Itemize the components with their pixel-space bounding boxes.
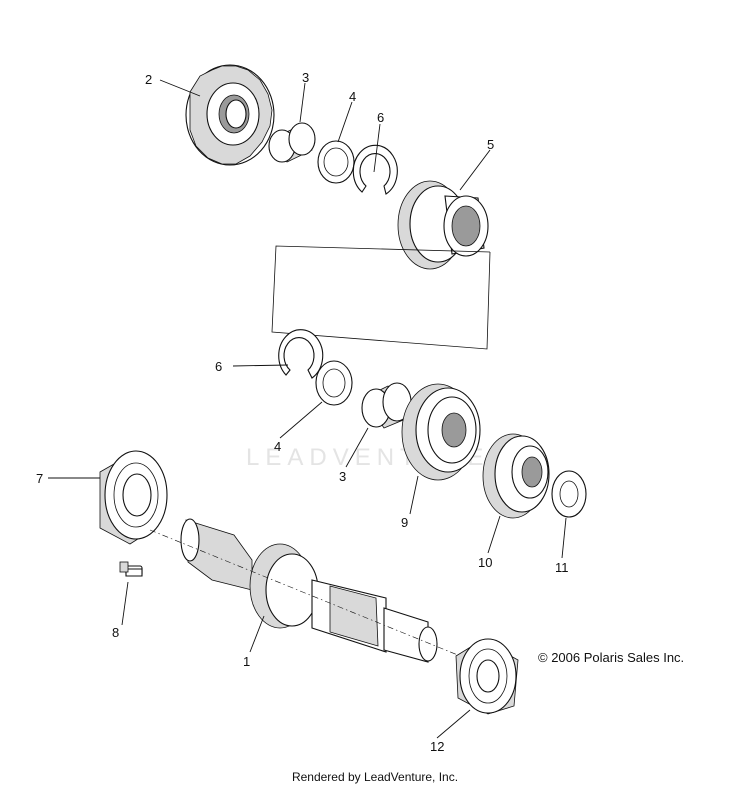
gear-part-9[interactable]: [401, 383, 481, 481]
splined-washer-part-4-lower[interactable]: [315, 360, 353, 406]
gear-part-5[interactable]: [397, 180, 489, 270]
splined-washer-part-4-upper[interactable]: [317, 140, 355, 184]
callout-6-lower: 6: [215, 359, 222, 374]
rendered-by-footer: Rendered by LeadVenture, Inc.: [291, 770, 459, 784]
callout-4-upper: 4: [349, 89, 356, 104]
callout-5: 5: [487, 137, 494, 152]
copyright-notice: © 2006 Polaris Sales Inc.: [538, 650, 685, 665]
bolt-part-8[interactable]: [119, 561, 143, 577]
snap-ring-part-6-upper[interactable]: [352, 144, 398, 195]
callout-9: 9: [401, 515, 408, 530]
callout-3-upper: 3: [302, 70, 309, 85]
callout-4-lower: 4: [274, 439, 281, 454]
callout-2: 2: [145, 72, 152, 87]
callout-6-upper: 6: [377, 110, 384, 125]
callout-10: 10: [478, 555, 492, 570]
bearing-part-12[interactable]: [455, 638, 519, 715]
thrust-washer-part-11[interactable]: [551, 470, 587, 518]
gear-part-10[interactable]: [482, 433, 550, 519]
gear-part-2[interactable]: [185, 64, 275, 166]
snap-ring-part-6-lower[interactable]: [278, 329, 324, 379]
callout-11: 11: [555, 560, 569, 575]
callout-12: 12: [430, 739, 444, 754]
callout-8: 8: [112, 625, 119, 640]
connection-bracket: [271, 245, 491, 350]
bushing-part-3-upper[interactable]: [268, 122, 316, 163]
shaft-part-1[interactable]: [149, 518, 471, 663]
bearing-part-7[interactable]: [99, 450, 168, 545]
leader-lines: [48, 79, 567, 739]
callout-1: 1: [243, 654, 250, 669]
callout-7: 7: [36, 471, 43, 486]
callout-3-lower: 3: [339, 469, 346, 484]
